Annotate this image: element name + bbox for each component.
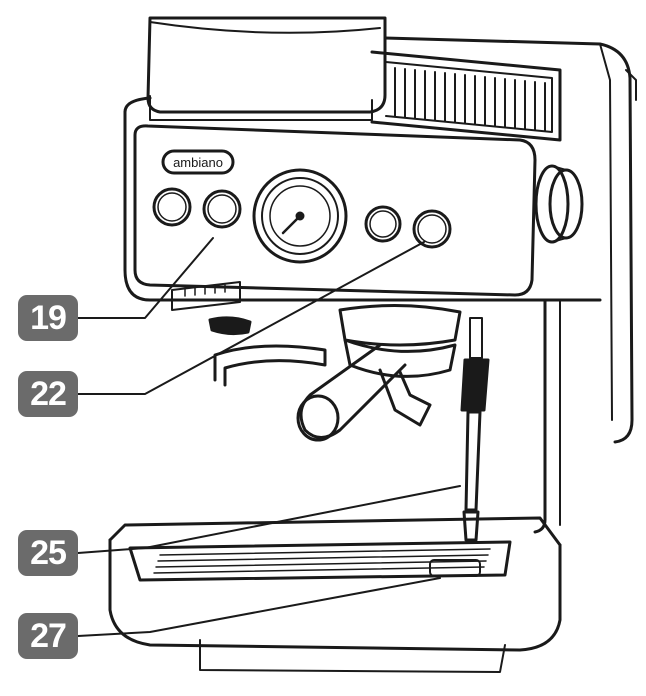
callout-19: 19 (18, 295, 78, 341)
machine-body (123, 36, 637, 534)
brand-logo: ambiano (161, 149, 235, 175)
control-panel (133, 124, 537, 297)
callout-27: 27 (18, 613, 78, 659)
one-cup-button (202, 189, 242, 229)
drip-tray (108, 516, 562, 673)
callout-label: 19 (30, 298, 67, 337)
power-button (152, 187, 192, 227)
brand-logo-text: ambiano (173, 155, 223, 170)
cup-warming-tray (370, 50, 562, 142)
callout-22: 22 (18, 371, 78, 417)
steam-knob (534, 164, 584, 244)
callout-label: 22 (30, 374, 67, 413)
pressure-gauge (252, 168, 348, 264)
steam-wand (460, 317, 490, 542)
callout-25: 25 (18, 530, 78, 576)
steam-button (412, 209, 452, 249)
leader-lines (77, 237, 461, 637)
tray-grille (394, 67, 546, 132)
leader-line-22 (77, 241, 425, 395)
leader-line-27 (77, 577, 441, 637)
portafilter-holder (213, 344, 327, 387)
two-cup-button (364, 205, 402, 243)
callout-label: 27 (30, 616, 67, 655)
grind-scale (171, 281, 241, 311)
leader-line-19 (77, 237, 214, 319)
leader-line-25 (77, 485, 461, 554)
brew-group (208, 303, 462, 347)
portafilter (296, 338, 457, 442)
bean-hopper (146, 16, 387, 121)
callout-label: 25 (30, 533, 67, 572)
